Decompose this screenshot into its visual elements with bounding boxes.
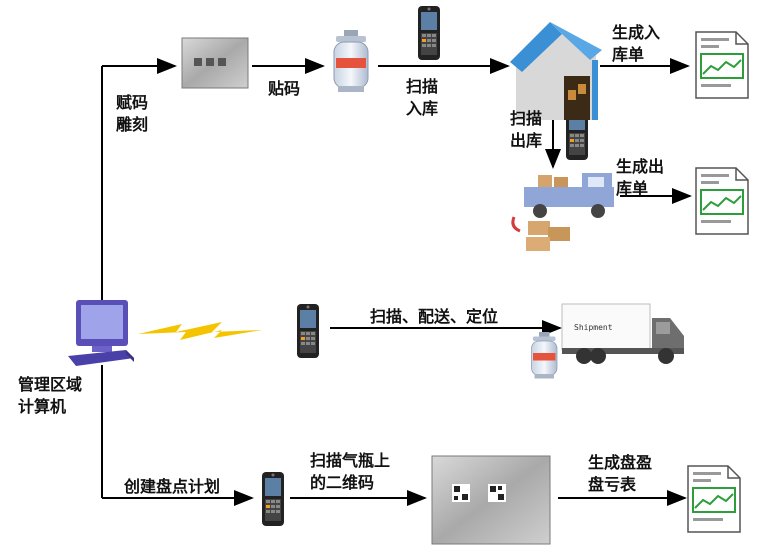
- label-gen-out-doc: 生成出 库单: [616, 157, 665, 198]
- label-gen-report: 生成盘盈 盘亏表: [588, 453, 653, 494]
- label-scan-deliver-locate: 扫描、配送、定位: [370, 307, 499, 326]
- shipment-truck-icon: Shipment: [561, 303, 684, 364]
- label-engrave: 赋码 雕刻: [116, 93, 149, 134]
- document-icon: [695, 31, 749, 99]
- label-scan-in: 扫描 入库: [406, 77, 439, 118]
- gas-cylinder-icon: [333, 29, 369, 93]
- handheld-scanner-icon: [262, 472, 284, 526]
- label-create-plan: 创建盘点计划: [124, 477, 221, 496]
- warehouse-icon: [510, 22, 602, 120]
- svg-text:Shipment: Shipment: [574, 323, 613, 332]
- label-scan-cylinder-code: 扫描气瓶上 的二维码: [310, 451, 391, 492]
- label-gen-in-doc: 生成入 库单: [612, 23, 661, 64]
- gas-cylinder-icon: [531, 331, 558, 379]
- metal-plate-icon: [181, 37, 249, 89]
- wireless-signal-icon: [138, 322, 262, 340]
- label-apply-code: 贴码: [268, 79, 301, 98]
- metal-plate-icon: [431, 455, 551, 545]
- handheld-scanner-icon: [418, 6, 440, 60]
- handheld-scanner-icon: [297, 304, 319, 358]
- document-icon: [695, 167, 749, 235]
- computer-icon: [68, 300, 134, 366]
- label-scan-out: 扫描 出库: [510, 109, 543, 150]
- document-icon: [687, 465, 741, 533]
- label-computer: 管理区域 计算机: [18, 375, 83, 416]
- delivery-truck-icon: [511, 173, 614, 251]
